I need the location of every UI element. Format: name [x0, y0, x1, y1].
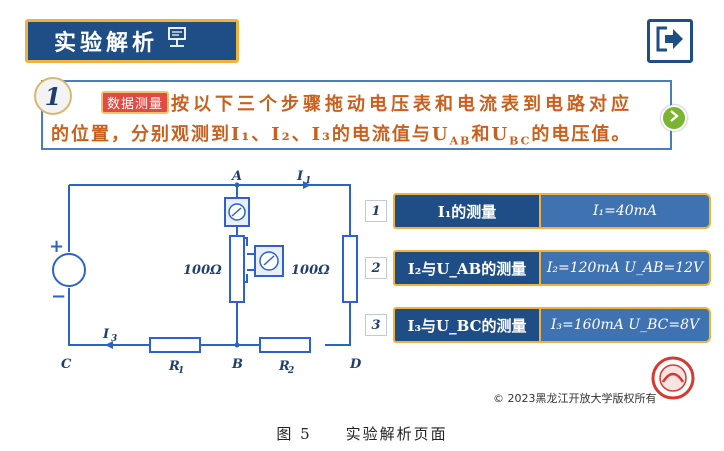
label-i1: I: [296, 170, 304, 184]
source-plus: +: [49, 236, 64, 257]
resistor-r1: [149, 337, 201, 353]
row-number: 3: [365, 314, 387, 336]
measurement-row-1[interactable]: 1 I₁的测量 I₁=40mA: [365, 193, 711, 229]
measurement-row-2[interactable]: 2 I₂与U_AB的测量 I₂=120mA U_AB=12V: [365, 250, 711, 286]
source-minus: −: [51, 286, 66, 307]
measurement-value: I₃=160mA U_BC=8V: [541, 307, 711, 343]
measurement-label: I₂与U_AB的测量: [393, 250, 541, 286]
label-r1-sub: 1: [178, 366, 184, 376]
label-i3: I: [102, 327, 110, 342]
measurement-value: I₁=40mA: [541, 193, 711, 229]
page-title-text: 实验解析: [54, 31, 159, 56]
page-title: 实验解析: [25, 19, 239, 63]
node-b: B: [231, 357, 243, 372]
label-r2-sub: 2: [287, 366, 294, 376]
label-r-right: 100Ω: [291, 263, 330, 278]
slide: 实验解析 数据测量按以下三个步骤拖动电压表和电流表到电路对应 的位置，分别观测到…: [15, 10, 711, 405]
row-number: 2: [365, 257, 387, 279]
label-r-left: 100Ω: [183, 263, 222, 278]
label-r2: R: [278, 359, 290, 374]
chevron-right-icon: [669, 110, 679, 126]
next-button[interactable]: [661, 105, 687, 131]
label-r1: R: [168, 359, 180, 374]
label-i3-sub: 3: [111, 334, 117, 344]
arrow-i1: [303, 181, 311, 189]
row-number: 1: [365, 200, 387, 222]
resistor-right-100: [342, 235, 358, 303]
voltmeter-icon: [247, 245, 284, 277]
instruction-line-1: 数据测量按以下三个步骤拖动电压表和电流表到电路对应: [101, 90, 633, 116]
university-seal-icon: [651, 356, 695, 400]
step-number: 1: [34, 77, 72, 115]
ammeter-icon: [224, 197, 250, 227]
arrow-i3: [105, 341, 113, 349]
instruction-text-2b: 和U: [471, 124, 510, 145]
circuit-diagram: + − A B C D I 1 I 3 100Ω 100Ω R 1 R 2: [49, 170, 362, 376]
instruction-panel: 数据测量按以下三个步骤拖动电压表和电流表到电路对应 的位置，分别观测到I₁、I₂…: [41, 80, 672, 150]
resistor-r2: [259, 337, 311, 353]
flask-icon: [166, 26, 188, 56]
instruction-text-1: 按以下三个步骤拖动电压表和电流表到电路对应: [171, 94, 634, 115]
measurement-label: I₁的测量: [393, 193, 541, 229]
measurement-label: I₃与U_BC的测量: [393, 307, 541, 343]
voltage-source-icon: [52, 253, 86, 287]
instruction-line-2: 的位置，分别观测到I₁、I₂、I₃的电流值与UAB和UBC的电压值。: [51, 120, 631, 148]
copyright-text: © 2023黑龙江开放大学版权所有: [493, 392, 657, 405]
figure-caption: 图 5 实验解析页面: [276, 425, 448, 443]
node-a: A: [230, 170, 242, 184]
measurement-value: I₂=120mA U_AB=12V: [541, 250, 711, 286]
label-i1-sub: 1: [305, 176, 311, 186]
node-c: C: [61, 357, 72, 372]
exit-arrow-icon: [655, 25, 685, 57]
resistor-left-100: [229, 235, 245, 303]
data-measure-badge: 数据测量: [101, 91, 170, 114]
exit-button[interactable]: [647, 19, 693, 63]
instruction-text-2c: 的电压值。: [531, 124, 632, 145]
sub-ab: AB: [449, 134, 472, 148]
node-d: D: [349, 357, 362, 372]
measurement-row-3[interactable]: 3 I₃与U_BC的测量 I₃=160mA U_BC=8V: [365, 307, 711, 343]
sub-bc: BC: [509, 134, 532, 148]
instruction-text-2: 的位置，分别观测到I₁、I₂、I₃的电流值与U: [51, 124, 450, 145]
